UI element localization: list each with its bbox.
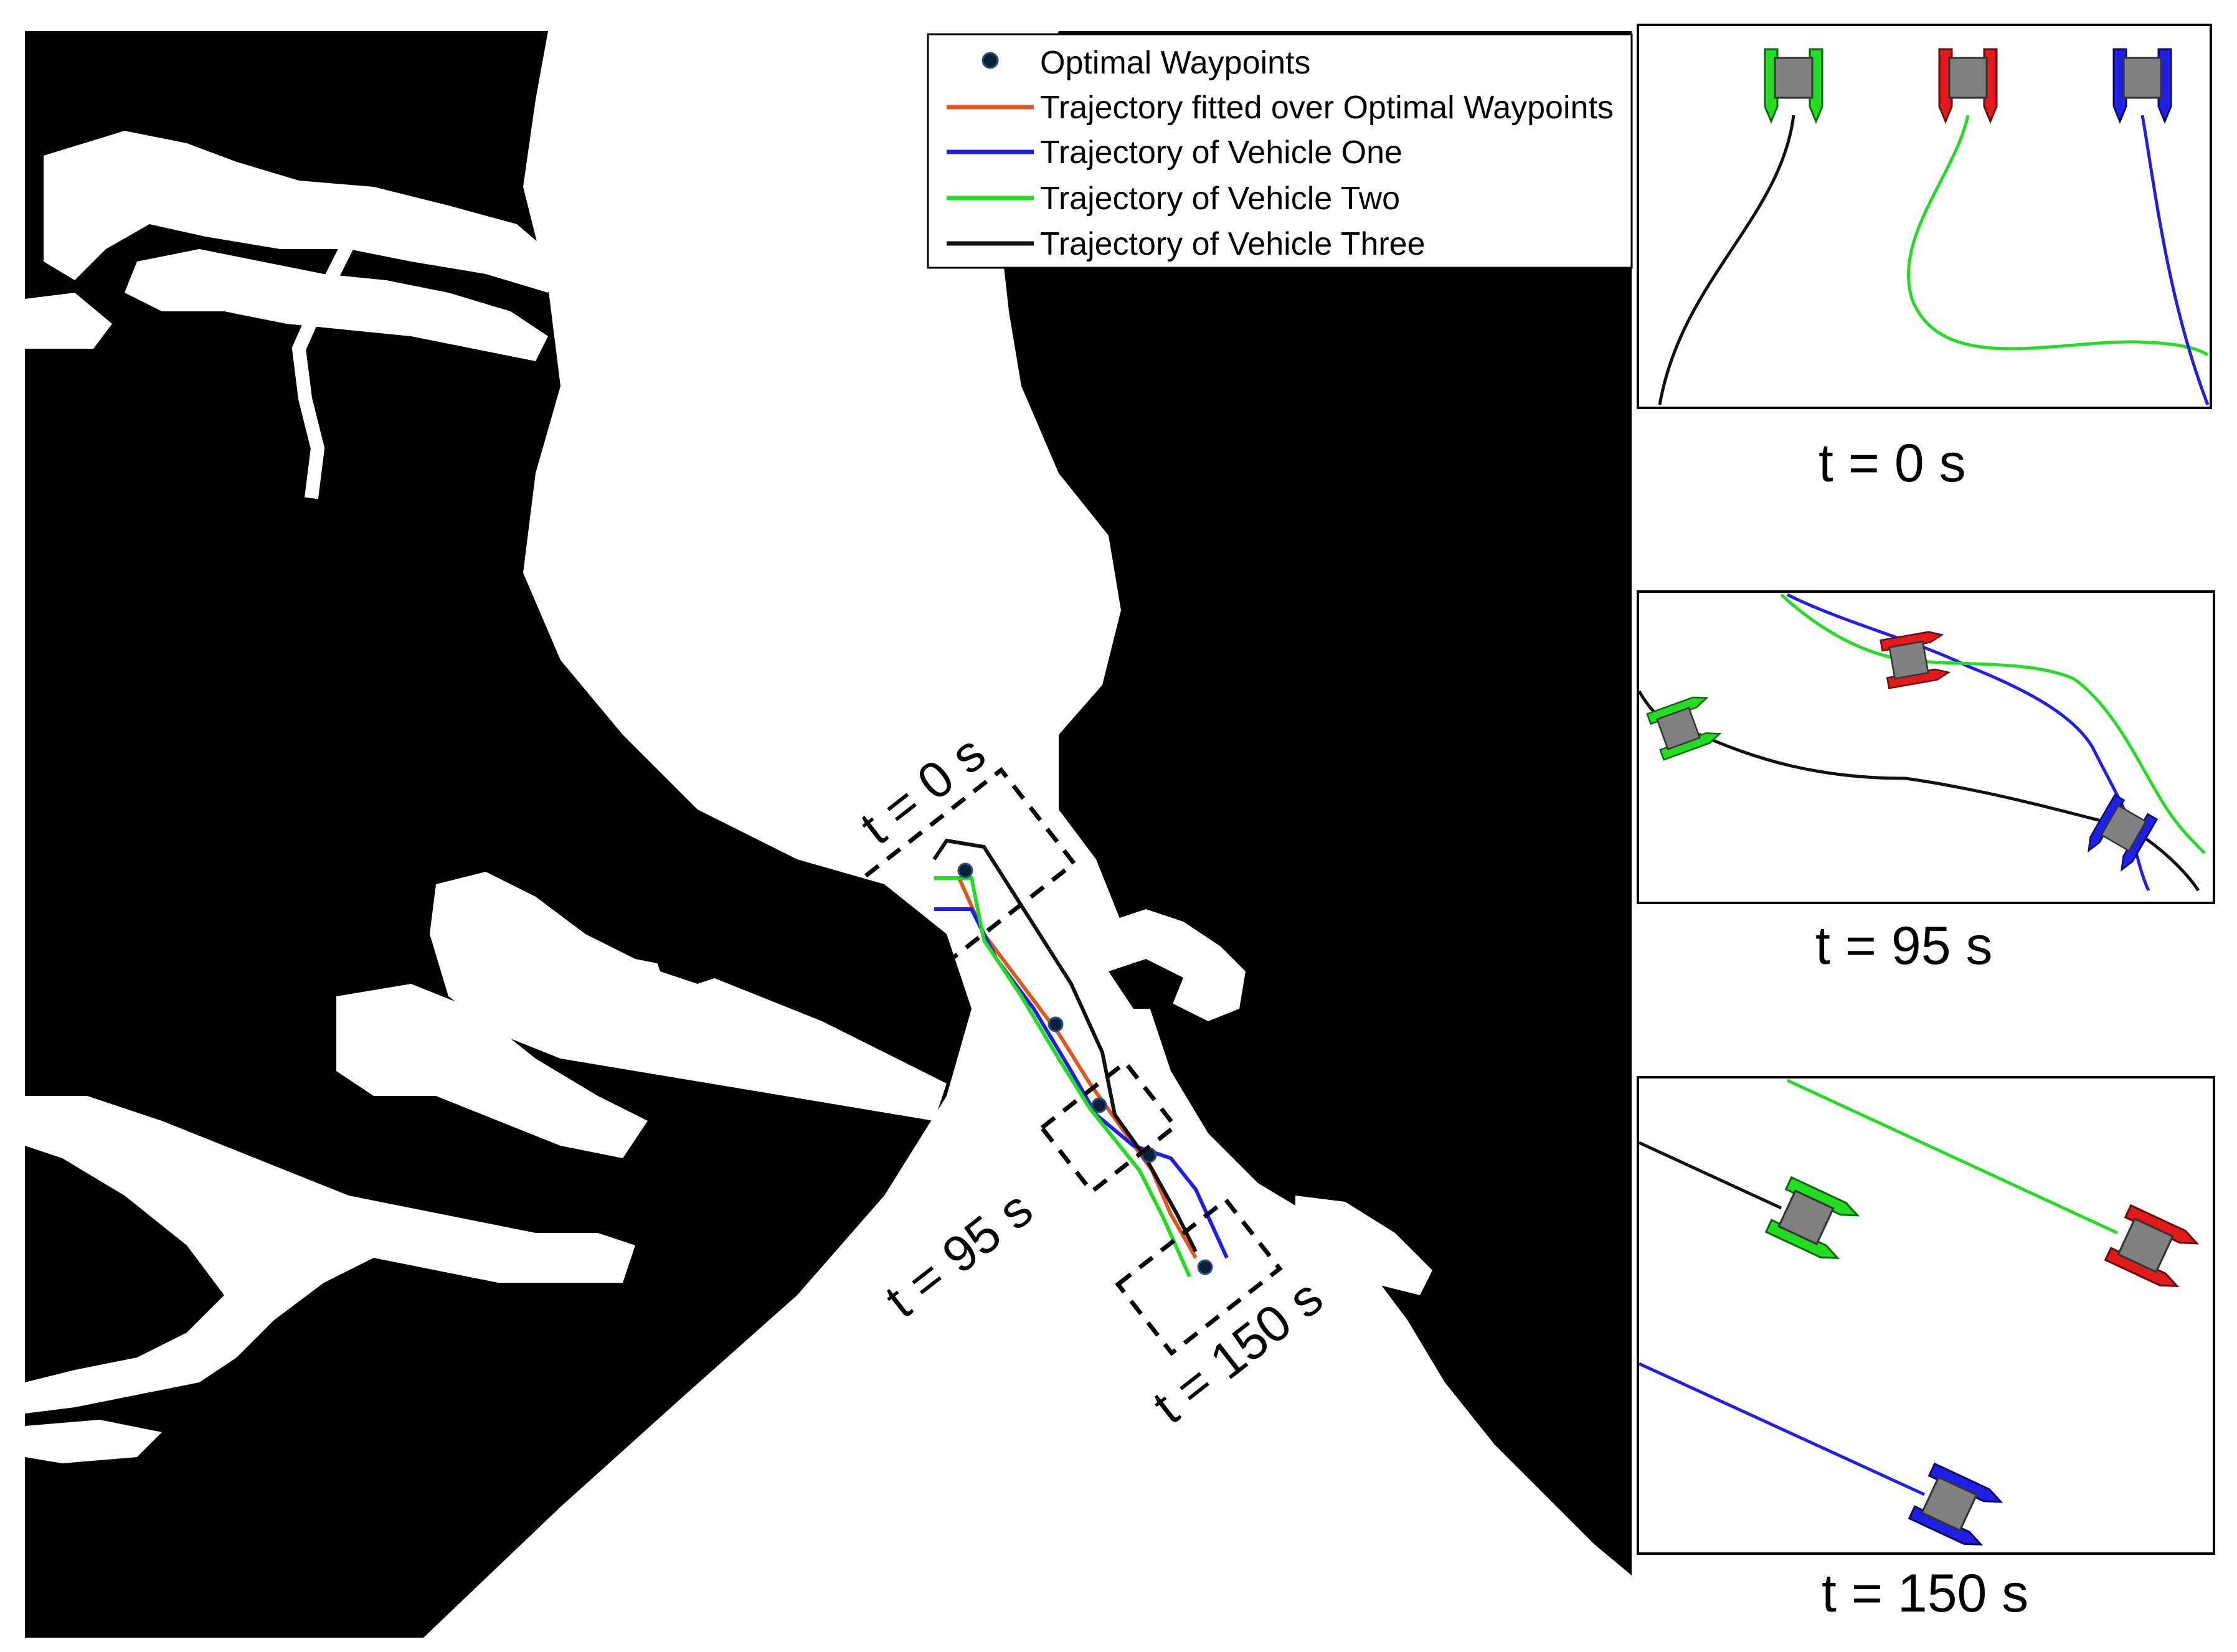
waypoint-marker bbox=[1197, 1259, 1213, 1275]
map-water-east-pocket-2 bbox=[1295, 1196, 1432, 1295]
inset-trajectory-vehicle-one bbox=[2140, 115, 2210, 405]
inset-trajectory-vehicle-three bbox=[1658, 115, 1795, 405]
map-land-island-2 bbox=[648, 922, 735, 984]
legend-item-fitted: Trajectory fitted over Optimal Waypoints bbox=[947, 90, 1614, 126]
map-land-island bbox=[1021, 268, 1071, 330]
map-water-creek-nw bbox=[44, 131, 560, 293]
map-water-channel-west bbox=[430, 872, 947, 1121]
inset-caption-t0: t = 0 s bbox=[1818, 433, 1966, 493]
inset-trajectory-vehicle-three bbox=[1638, 1141, 1782, 1210]
legend-label: Trajectory of Vehicle One bbox=[1040, 135, 1402, 171]
waypoint-marker bbox=[1091, 1097, 1107, 1113]
map-land-island-3 bbox=[1109, 959, 1183, 1009]
legend-item-vehicle-three: Trajectory of Vehicle Three bbox=[947, 226, 1426, 262]
highlight-box-t95 bbox=[1039, 1059, 1178, 1195]
map-water-creek-nw-2 bbox=[125, 249, 548, 361]
inset-trajectory-vehicle-one bbox=[1638, 1362, 1926, 1496]
map-water-left-edge bbox=[25, 293, 112, 349]
highlight-box-t150 bbox=[1115, 1197, 1283, 1356]
map-area bbox=[25, 31, 1632, 1638]
map-water-east-pocket bbox=[1109, 909, 1246, 1021]
map-water-creek-sw-branch bbox=[25, 1420, 162, 1463]
map-water-north bbox=[548, 31, 698, 299]
legend-item-vehicle-two: Trajectory of Vehicle Two bbox=[947, 181, 1400, 217]
trajectory-fitted bbox=[957, 877, 1198, 1259]
legend-label: Trajectory of Vehicle Three bbox=[1040, 226, 1426, 262]
inset-t150 bbox=[1637, 1076, 2215, 1555]
inset-caption-t150: t = 150 s bbox=[1822, 1564, 2029, 1623]
legend-item-waypoints: Optimal Waypoints bbox=[981, 45, 1310, 81]
map-water-channel-west-2 bbox=[336, 984, 648, 1158]
highlight-box-t0 bbox=[841, 767, 1077, 989]
inset-t0 bbox=[1637, 24, 2212, 409]
legend-label: Optimal Waypoints bbox=[1040, 45, 1310, 81]
waypoint-marker bbox=[957, 862, 973, 879]
trajectory-vehicle-two bbox=[934, 876, 1191, 1278]
legend-item-vehicle-one: Trajectory of Vehicle One bbox=[947, 135, 1402, 171]
legend: Optimal Waypoints Trajectory fitted over… bbox=[927, 33, 1633, 269]
legend-label: Trajectory fitted over Optimal Waypoints bbox=[1040, 90, 1614, 126]
map-water-stream bbox=[291, 240, 355, 499]
inset-trajectory-vehicle-two bbox=[1780, 593, 2206, 854]
legend-marker bbox=[981, 52, 999, 69]
map-trajectories: t = 0 s t = 95 s t = 150 s bbox=[841, 725, 1333, 1435]
map-water-pond bbox=[417, 302, 437, 327]
waypoint-marker bbox=[1048, 1016, 1064, 1032]
waypoint-markers bbox=[957, 862, 1213, 1275]
legend-label: Trajectory of Vehicle Two bbox=[1040, 181, 1400, 217]
inset-trajectory-vehicle-two bbox=[1907, 115, 2209, 357]
inset-frame bbox=[1637, 1076, 2215, 1555]
trajectory-vehicle-three bbox=[932, 838, 1198, 1253]
legend-box bbox=[927, 33, 1633, 269]
map-water-creek-sw bbox=[25, 1096, 635, 1414]
inset-t95 bbox=[1637, 590, 2215, 904]
inset-caption-t95: t = 95 s bbox=[1815, 916, 1993, 976]
inset-trajectory-vehicle-two bbox=[1786, 1079, 2119, 1235]
